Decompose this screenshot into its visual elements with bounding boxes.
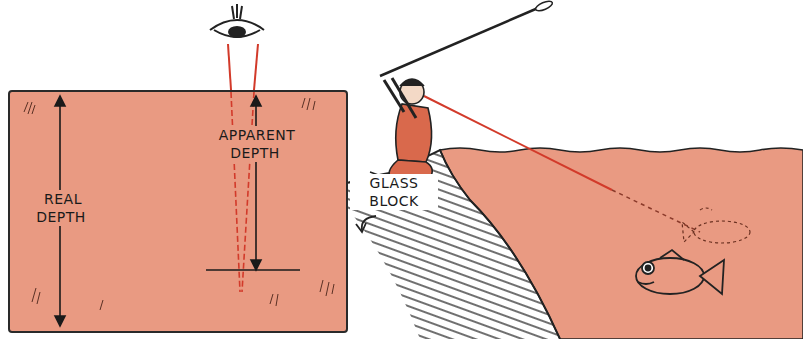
cliff <box>340 150 560 339</box>
part-label: GLASS BLOCK <box>350 174 438 210</box>
glass-block: REAL DEPTH APPARENT DEPTH <box>8 90 348 333</box>
light-rays <box>228 44 258 90</box>
fisherman <box>370 78 432 180</box>
eye <box>210 4 264 37</box>
dimension-arrow <box>55 96 300 326</box>
apparent-fish <box>682 208 750 243</box>
dimension-label: REAL DEPTH <box>30 190 94 226</box>
light-rays <box>231 92 254 292</box>
dimension-label: APPARENT DEPTH <box>208 126 304 162</box>
fish <box>636 250 724 294</box>
sight-line <box>424 96 700 232</box>
spear <box>380 0 554 76</box>
dimension-text: REAL DEPTH <box>36 190 88 226</box>
texture <box>24 98 334 310</box>
dimension-text: APPARENT DEPTH <box>217 126 296 162</box>
